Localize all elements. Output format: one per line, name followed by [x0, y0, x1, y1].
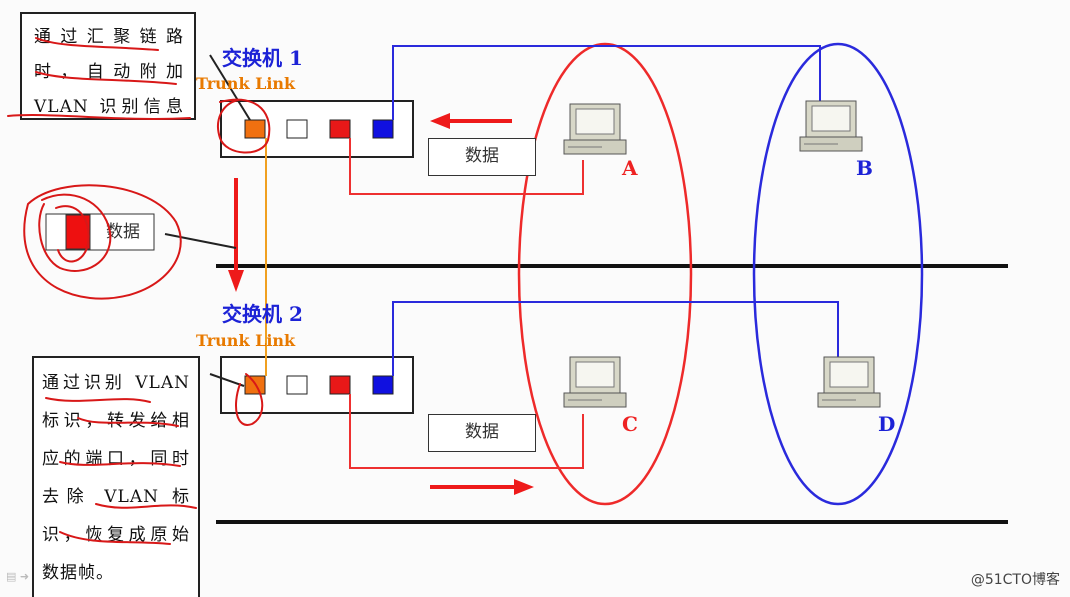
switch1-port-empty — [286, 119, 308, 139]
computer-icon — [563, 103, 627, 155]
computer-label-d: D — [878, 412, 896, 436]
switch2-port-trunk — [244, 375, 266, 395]
note-auto-tag: 通过汇聚链路 时，自动附加 VLAN 识别信息 — [20, 12, 196, 120]
arrow-down-icon — [228, 178, 244, 292]
switch2-port-empty — [286, 375, 308, 395]
switch2-port-blue — [372, 375, 394, 395]
vlan-blue-ellipse — [752, 42, 924, 506]
note-line: 标识，转发给相 — [42, 411, 190, 431]
note-line: 时，自动附加 — [34, 62, 184, 82]
note-line: 数据帧。 — [42, 563, 114, 583]
computer-label-c: C — [622, 412, 638, 436]
switch2-blue-wire — [392, 301, 839, 376]
note-line: VLAN 识别信息 — [34, 97, 184, 117]
switch1-port-blue — [372, 119, 394, 139]
switch1-red-wire — [349, 138, 584, 195]
switch1-trunk-label: Trunk Link — [196, 74, 296, 93]
vlan-tag-marker — [65, 214, 91, 250]
switch1-title: 交换机 1 — [222, 46, 303, 70]
frame-bottom: 数据 — [428, 414, 536, 452]
computer-label-b: B — [856, 156, 873, 180]
frame-tagged-label: 数据 — [106, 222, 140, 242]
slide-nav-icon[interactable]: ▤ ➜ — [6, 570, 30, 583]
computer-label-a: A — [622, 156, 638, 180]
note-line: 通过汇聚链路 — [34, 27, 184, 47]
note-line: 去除 VLAN 标 — [42, 487, 190, 507]
switch2-title: 交换机 2 — [222, 302, 303, 326]
computer-icon — [817, 356, 881, 408]
note-line: 识，恢复成原始 — [42, 525, 190, 545]
frame-top: 数据 — [428, 138, 536, 176]
switch1-port-trunk — [244, 119, 266, 139]
note-remove-tag: 通过识别 VLAN 标识，转发给相 应的端口，同时 去除 VLAN 标 识，恢复… — [32, 356, 200, 597]
vlan-red-ellipse — [517, 42, 693, 506]
tagged-frame-leader-line — [164, 233, 237, 249]
arrow-left-icon — [430, 113, 512, 129]
watermark: @51CTO博客 — [970, 572, 1060, 588]
computer-icon — [799, 100, 863, 152]
switch2-port-red — [329, 375, 351, 395]
switch2-trunk-label: Trunk Link — [196, 331, 296, 350]
note-line: 应的端口，同时 — [42, 449, 190, 469]
switch2-red-wire — [349, 394, 584, 469]
arrow-right-icon — [430, 479, 534, 495]
switch1-blue-wire — [392, 45, 821, 120]
switch1-port-red — [329, 119, 351, 139]
computer-icon — [563, 356, 627, 408]
note-line: 通过识别 VLAN — [42, 373, 190, 393]
